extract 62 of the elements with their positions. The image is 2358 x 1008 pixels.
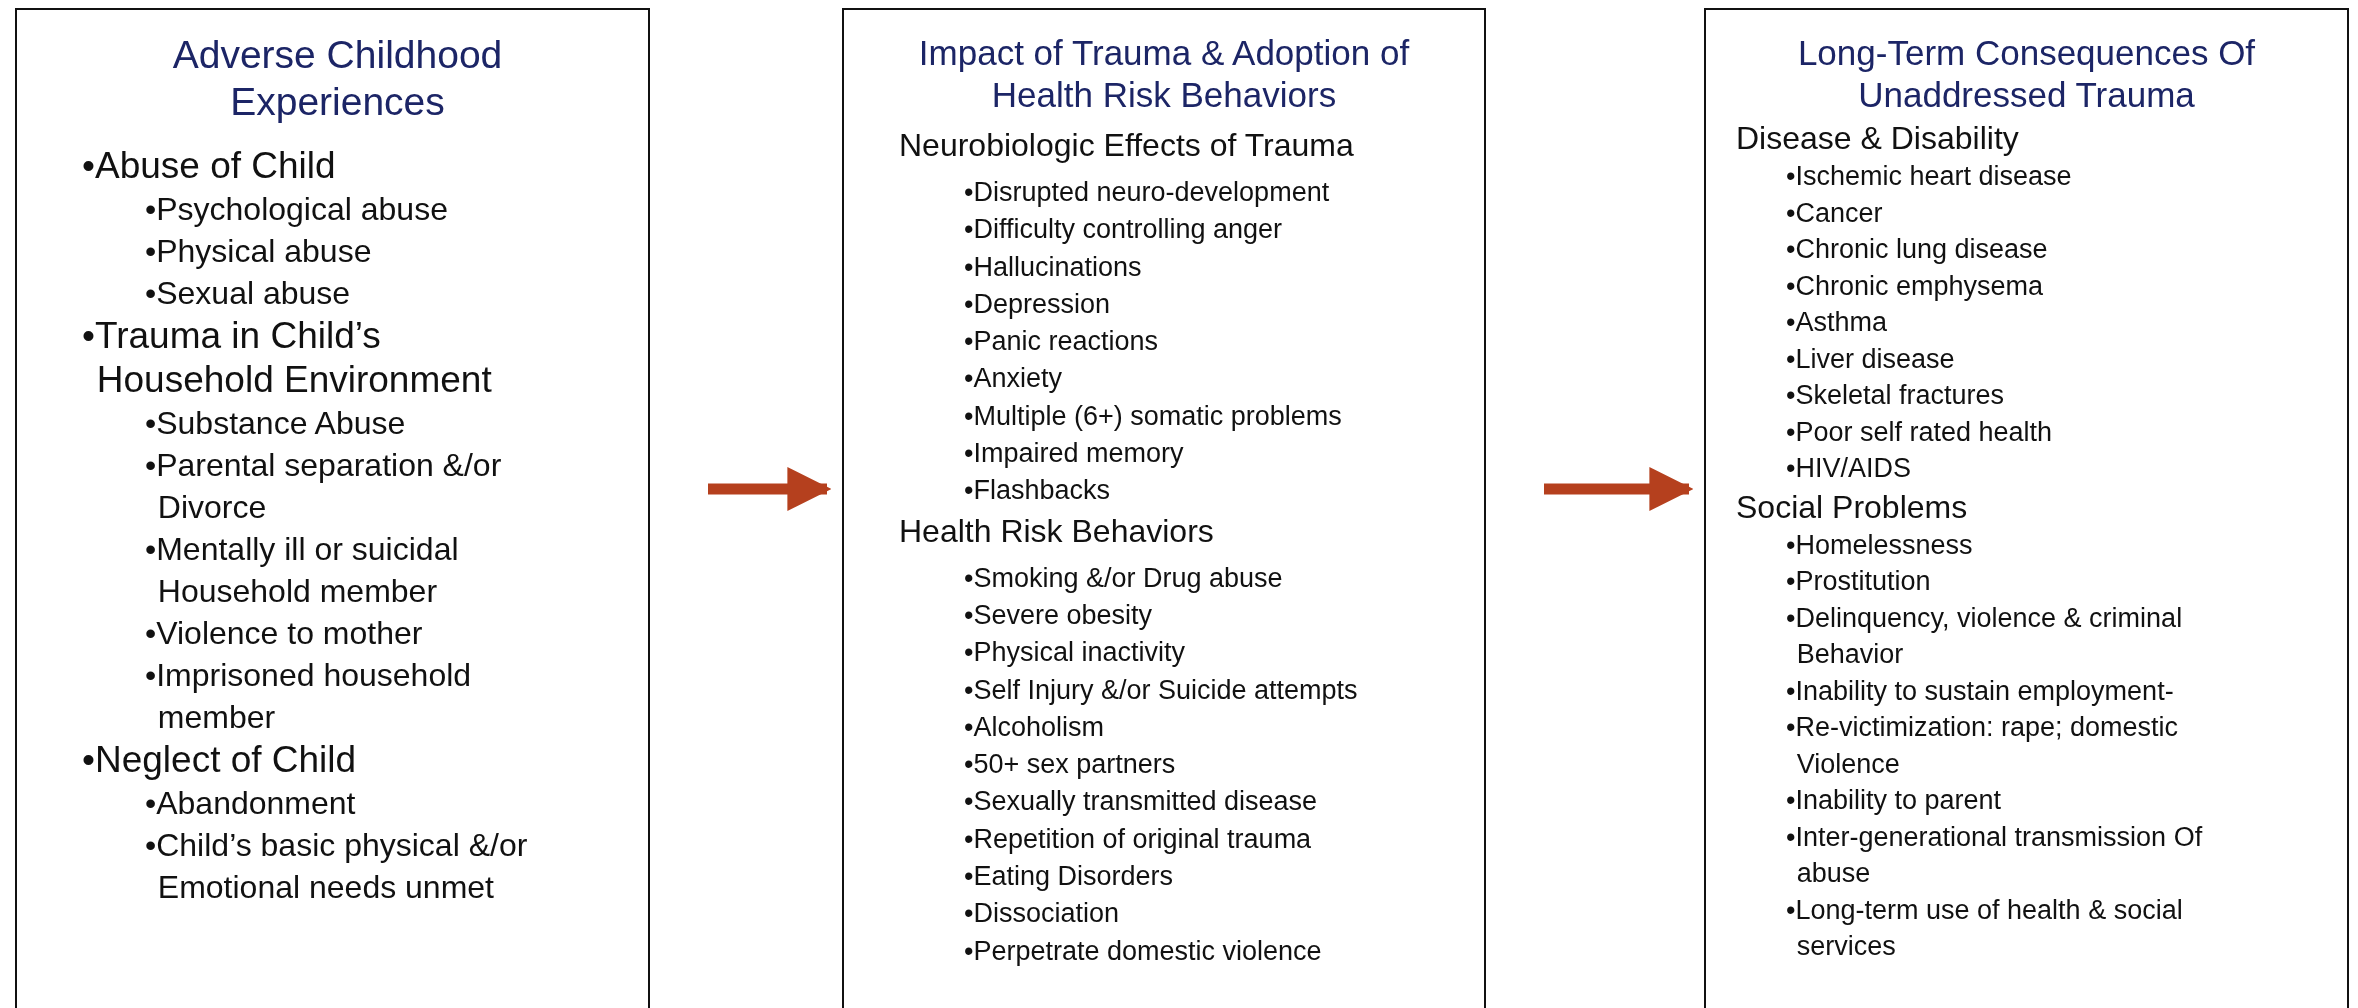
list-item: •Panic reactions <box>964 325 1160 359</box>
list-item: •Prostitution <box>1786 565 1932 598</box>
list-item: •Disrupted neuro-development <box>964 176 1331 209</box>
section-heading: Disease & Disability <box>1736 119 2020 158</box>
list-item: •Trauma in Child’s Household Environment <box>82 313 493 402</box>
list-item: •Ischemic heart disease <box>1786 160 2073 193</box>
list-item: •Physical inactivity <box>964 636 1187 670</box>
text-panel <box>1704 8 2349 1008</box>
box-title: Impact of Trauma & Adoption of Health Risk Behaviors <box>917 32 1411 116</box>
list-item: •Neglect of Child <box>82 737 358 782</box>
list-item: •Abuse of Child <box>82 143 337 188</box>
list-item: •Parental separation &/or Divorce <box>145 445 503 527</box>
list-item: •Flashbacks <box>964 474 1111 508</box>
list-item: •Inter-generational transmission Of abuse <box>1786 820 2204 890</box>
section-heading: Neurobiologic Effects of Trauma <box>899 126 1355 165</box>
list-item: •Long-term use of health & social services <box>1786 893 2184 963</box>
list-item: •Physical abuse <box>145 231 373 271</box>
list-item: •Child’s basic physical &/or Emotional needs unmet <box>145 825 528 907</box>
list-item: •Self Injury &/or Suicide attempts <box>964 673 1359 707</box>
section-heading: Health Risk Behaviors <box>899 511 1215 551</box>
section-heading: Social Problems <box>1736 487 1969 527</box>
list-item: •Hallucinations <box>964 250 1143 284</box>
list-item: •Eating Disorders <box>964 860 1175 894</box>
list-item: •Skeletal fractures <box>1786 379 2006 412</box>
list-item: •Psychological abuse <box>145 189 449 229</box>
box-title: Long-Term Consequences Of Unaddressed Trauma <box>1796 32 2257 116</box>
list-item: •Asthma <box>1786 306 1888 339</box>
list-item: •Chronic emphysema <box>1786 269 2045 303</box>
list-item: •Abandonment <box>145 783 357 823</box>
arrow <box>708 467 832 511</box>
list-item: •Re-victimization: rape; domestic Violence <box>1786 711 2180 781</box>
list-item: •Cancer <box>1786 196 1884 230</box>
list-item: •Liver disease <box>1786 342 1956 376</box>
list-item: •Violence to mother <box>145 613 424 653</box>
list-item: •Delinquency, violence & criminal Behavior <box>1786 601 2184 671</box>
list-item: •Repetition of original trauma <box>964 822 1313 856</box>
list-item: •Mentally ill or suicidal Household member <box>145 529 460 611</box>
list-item: •Depression <box>964 287 1112 321</box>
list-item: •Dissociation <box>964 897 1120 931</box>
text-panel <box>842 8 1486 1008</box>
list-item: •Imprisoned household member <box>145 655 473 737</box>
list-item: •Impaired memory <box>964 437 1185 471</box>
list-item: •Anxiety <box>964 362 1063 396</box>
list-item: •Sexual abuse <box>145 273 352 313</box>
list-item: •HIV/AIDS <box>1786 452 1912 485</box>
list-item: •Poor self rated health <box>1786 415 2054 449</box>
list-item: •Severe obesity <box>964 598 1154 632</box>
box-title: Adverse Childhood Experiences <box>171 32 504 125</box>
list-item: •Inability to parent <box>1786 784 2003 817</box>
list-item: •Homelessness <box>1786 528 1974 562</box>
list-item: •Substance Abuse <box>145 403 407 443</box>
list-item: •Multiple (6+) somatic problems <box>964 399 1343 433</box>
list-item: •Alcoholism <box>964 710 1105 744</box>
list-item: •Difficulty controlling anger <box>964 213 1284 247</box>
list-item: •Inability to sustain employment- <box>1786 674 2175 708</box>
list-item: •Chronic lung disease <box>1786 233 2049 266</box>
list-item: •Perpetrate domestic violence <box>964 934 1323 968</box>
text-panel <box>15 8 650 1008</box>
list-item: •Smoking &/or Drug abuse <box>964 561 1284 595</box>
list-item: •50+ sex partners <box>964 748 1177 782</box>
arrow <box>1544 467 1694 511</box>
list-item: •Sexually transmitted disease <box>964 785 1319 819</box>
